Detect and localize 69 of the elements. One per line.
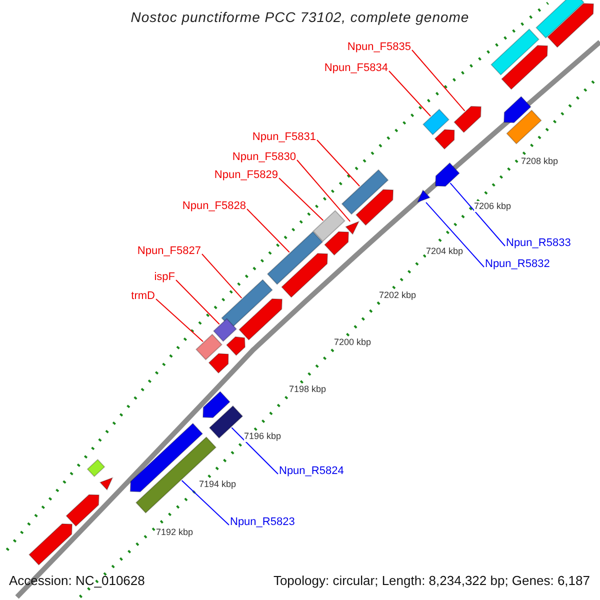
leader-line bbox=[202, 254, 242, 299]
gene-marker bbox=[434, 162, 460, 187]
gene-marker bbox=[202, 390, 230, 418]
gene-block bbox=[212, 318, 238, 342]
genome-summary-note: Topology: circular; Length: 8,234,322 bp; Genes: 6,187 bbox=[273, 574, 590, 588]
gene-label: Npun_F5827 bbox=[137, 244, 201, 258]
gene-label: Npun_R5833 bbox=[506, 236, 571, 250]
gene-block bbox=[506, 110, 542, 144]
gene-block bbox=[266, 231, 324, 285]
gene-marker bbox=[28, 523, 73, 566]
gene-block bbox=[86, 458, 106, 478]
gene-marker bbox=[324, 231, 350, 256]
gene-label: Npun_R5824 bbox=[279, 464, 344, 478]
gene-marker bbox=[504, 96, 532, 124]
gene-label: Npun_R5832 bbox=[485, 257, 550, 271]
gene-block bbox=[490, 28, 540, 76]
tick-label: 7206 kbp bbox=[474, 201, 512, 212]
gene-block bbox=[341, 169, 389, 215]
gene-marker bbox=[66, 494, 100, 527]
leader-line bbox=[316, 140, 360, 187]
gene-marker bbox=[226, 336, 246, 356]
leader-line bbox=[176, 280, 220, 325]
gene-label: Npun_R5823 bbox=[230, 515, 295, 529]
gene-label: Npun_F5835 bbox=[347, 40, 411, 54]
leader-line bbox=[388, 70, 432, 117]
gene-block bbox=[422, 108, 450, 136]
tick-label: 7200 kbp bbox=[334, 337, 372, 348]
leader-line bbox=[426, 202, 484, 268]
gene-marker bbox=[99, 477, 114, 491]
gene-marker bbox=[344, 220, 360, 235]
tick-label: 7196 kbp bbox=[244, 431, 282, 442]
gene-marker bbox=[501, 45, 548, 90]
gene-marker bbox=[547, 3, 594, 48]
gene-block bbox=[221, 279, 273, 329]
gene-block bbox=[195, 334, 223, 360]
leader-line bbox=[450, 182, 506, 246]
leader-line bbox=[246, 208, 290, 253]
gene-block bbox=[135, 436, 217, 514]
gene-marker bbox=[208, 353, 229, 374]
gene-label: trmD bbox=[131, 289, 155, 303]
tick-label: 7202 kbp bbox=[379, 290, 416, 301]
gene-marker bbox=[281, 253, 328, 298]
gene-marker bbox=[355, 189, 394, 226]
tick-label: 7194 kbp bbox=[199, 479, 236, 490]
leader-line bbox=[156, 298, 204, 342]
gene-block bbox=[312, 210, 346, 242]
map-title: Nostoc punctiforme PCC 73102, complete genome bbox=[130, 10, 470, 24]
gene-marker bbox=[434, 129, 455, 150]
leader-line bbox=[278, 178, 324, 221]
tick-label: 7204 kbp bbox=[426, 246, 464, 257]
gene-label: Npun_F5829 bbox=[214, 168, 278, 182]
tick-label: 7198 kbp bbox=[289, 384, 326, 395]
leader-line bbox=[412, 50, 466, 112]
gene-marker bbox=[454, 106, 482, 134]
gene-marker bbox=[238, 298, 283, 341]
tick-label: 7192 kbp bbox=[156, 527, 194, 538]
gene-marker bbox=[416, 189, 431, 203]
gene-label: Npun_F5828 bbox=[182, 199, 246, 213]
gene-label: Npun_F5830 bbox=[232, 150, 296, 164]
gene-label: ispF bbox=[154, 270, 175, 284]
leader-line bbox=[296, 160, 351, 222]
gene-block bbox=[536, 0, 584, 39]
leader-line bbox=[181, 480, 230, 526]
leader-line bbox=[231, 427, 278, 474]
gene-label: Npun_F5834 bbox=[324, 61, 388, 75]
gene-label: Npun_F5831 bbox=[252, 130, 316, 144]
tick-label: 7208 kbp bbox=[521, 156, 558, 167]
accession-note: Accession: NC_010628 bbox=[9, 574, 145, 588]
gene-block bbox=[208, 405, 244, 439]
